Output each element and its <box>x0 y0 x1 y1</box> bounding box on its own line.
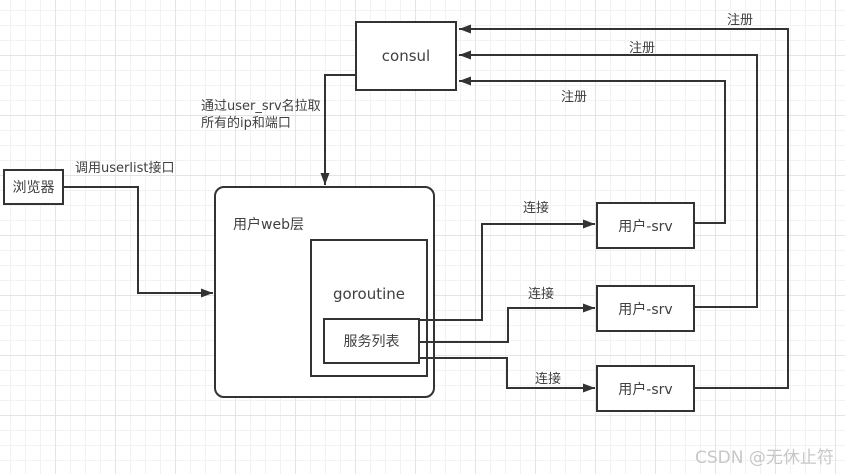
edge-label-register-1: 注册 <box>727 13 754 28</box>
node-user-web-layer-label: 用户web层 <box>233 217 304 233</box>
edge-label-register-3: 注册 <box>561 90 588 105</box>
edge-label-connect-3: 连接 <box>535 372 562 387</box>
csdn-watermark: CSDN @无休止符 <box>695 448 834 468</box>
node-browser-label: 浏览器 <box>12 180 55 196</box>
edge-label-pull-services: 通过user_srv名拉取 所有的ip和端口 <box>201 98 321 132</box>
edge-browser-to-web <box>63 186 213 298</box>
node-browser: 浏览器 <box>3 169 64 205</box>
edge-label-connect-2: 连接 <box>528 287 555 302</box>
edge-label-connect-1: 连接 <box>523 201 550 216</box>
edge-register-srv2-to-consul <box>459 50 758 308</box>
edge-consul-to-web <box>320 74 355 185</box>
node-goroutine-label: goroutine <box>332 285 405 303</box>
node-service-list: 服务列表 <box>323 318 420 364</box>
node-consul: consul <box>355 21 457 91</box>
edge-label-pull-line2: 所有的ip和端口 <box>201 116 291 131</box>
node-user-srv-3-label: 用户-srv <box>618 381 673 398</box>
edge-label-call-userlist: 调用userlist接口 <box>75 161 175 176</box>
node-user-srv-1: 用户-srv <box>596 202 695 249</box>
node-consul-label: consul <box>381 47 431 65</box>
edge-label-pull-line1: 通过user_srv名拉取 <box>201 99 321 114</box>
edge-connect-to-srv3 <box>420 357 595 393</box>
edge-label-register-2: 注册 <box>629 41 656 56</box>
edge-connect-to-srv2 <box>420 303 595 343</box>
node-service-list-label: 服务列表 <box>343 334 400 350</box>
node-user-srv-3: 用户-srv <box>596 365 695 412</box>
edge-connect-to-srv1 <box>420 219 595 321</box>
node-user-srv-1-label: 用户-srv <box>618 218 673 235</box>
node-user-srv-2: 用户-srv <box>596 285 695 332</box>
node-user-srv-2-label: 用户-srv <box>618 301 673 318</box>
